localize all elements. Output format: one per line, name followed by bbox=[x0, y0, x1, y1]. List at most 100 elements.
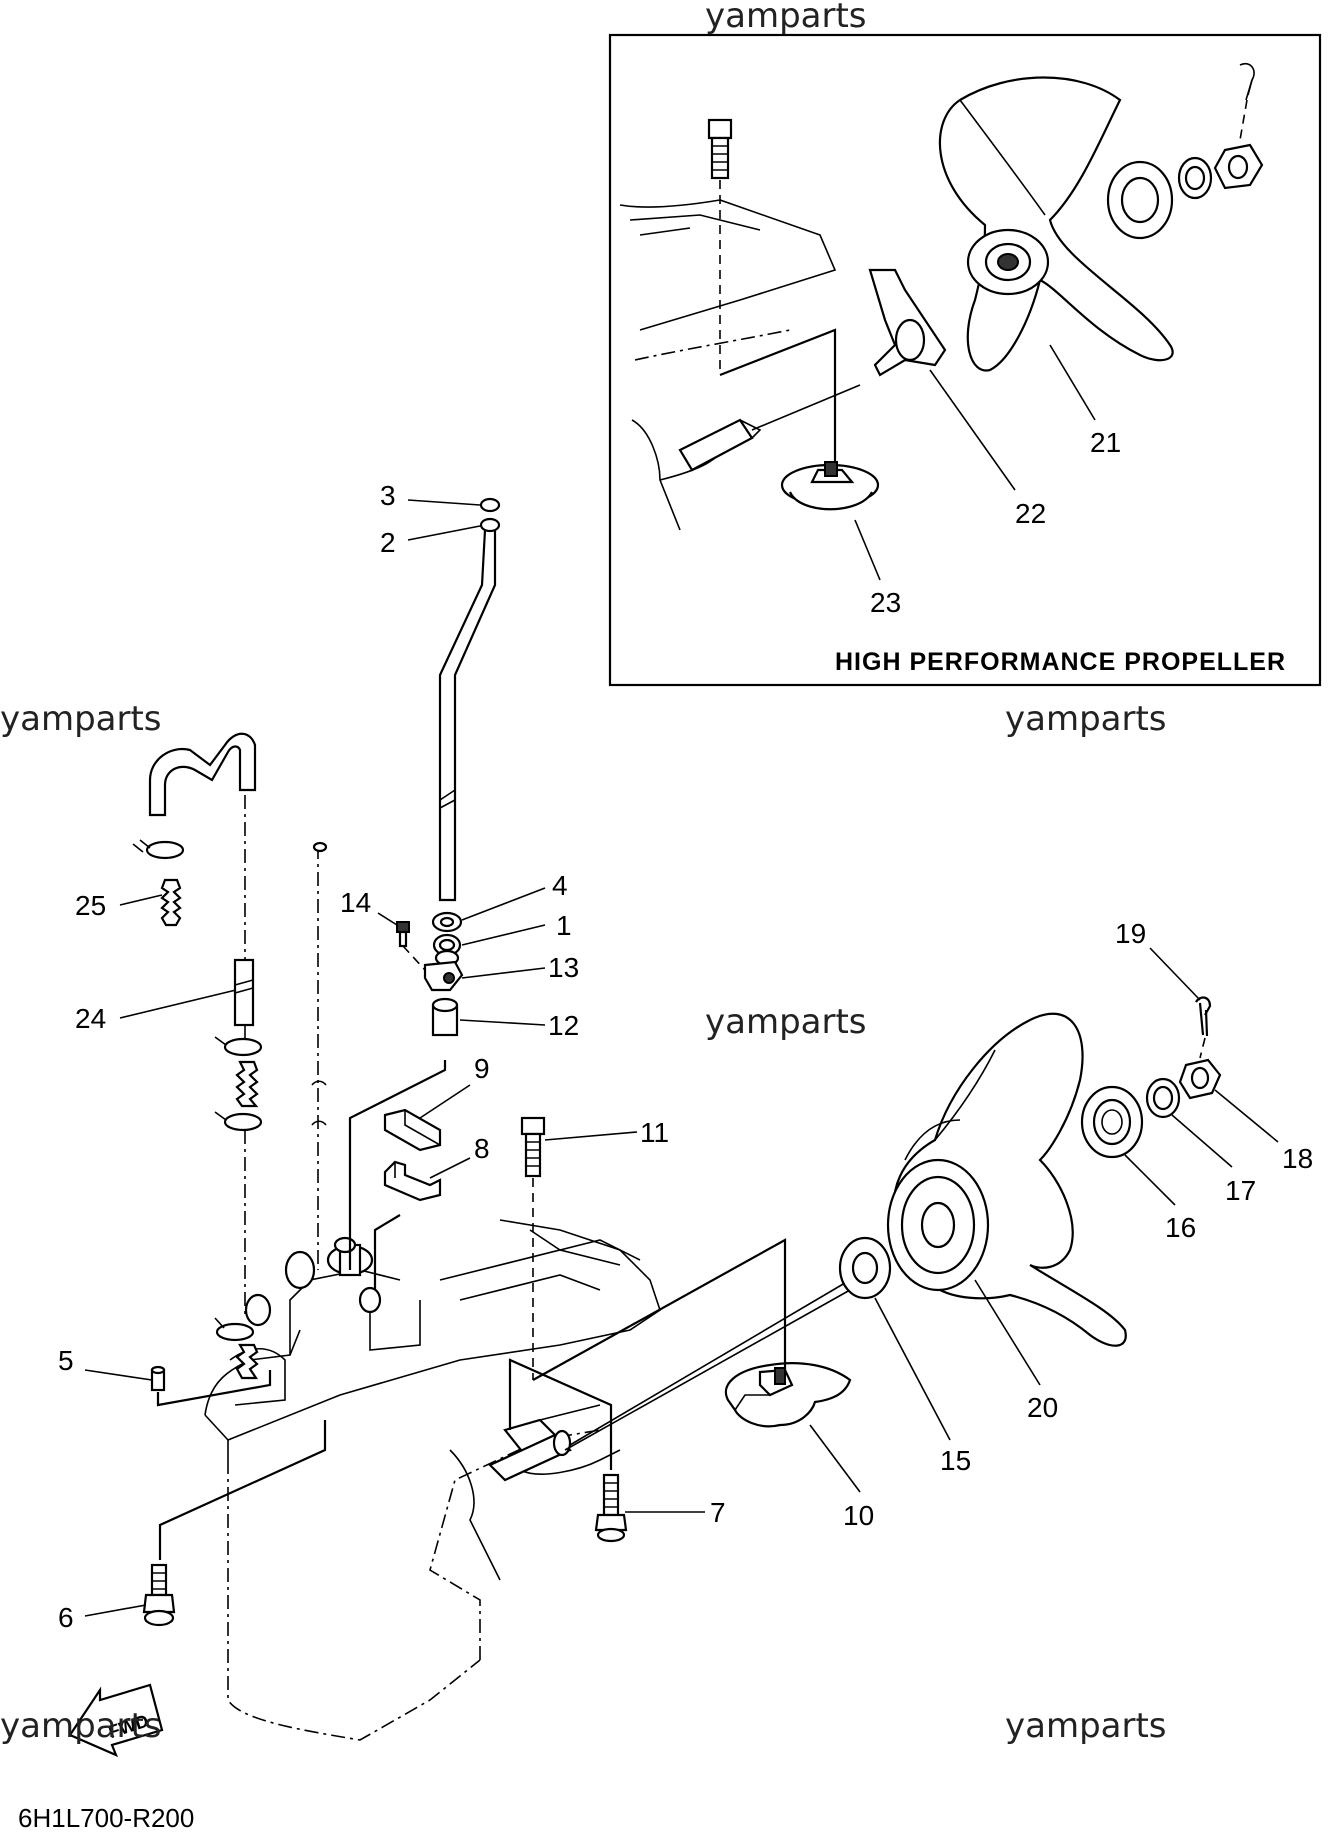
leader-6-housing bbox=[158, 1420, 327, 1560]
callout-22: 22 bbox=[1015, 498, 1046, 529]
callout-23: 23 bbox=[870, 587, 901, 618]
callout-25: 25 bbox=[75, 890, 106, 921]
inset-anode bbox=[780, 461, 880, 511]
leader-8-housing bbox=[373, 1214, 401, 1290]
part-20-propeller bbox=[886, 1012, 1127, 1347]
inset-spacer bbox=[868, 268, 947, 377]
callout-7: 7 bbox=[710, 1497, 726, 1528]
part-5-pin bbox=[150, 1365, 166, 1392]
leader-13 bbox=[461, 967, 546, 979]
part-2-ring bbox=[479, 517, 501, 533]
callout-6: 6 bbox=[58, 1602, 74, 1633]
leader-21 bbox=[1049, 344, 1096, 421]
inset-leader-bolt-anode bbox=[719, 328, 837, 465]
inset-nut bbox=[1213, 143, 1264, 190]
leader-22 bbox=[929, 369, 1016, 491]
callout-11: 11 bbox=[640, 1117, 669, 1148]
part-16-washer bbox=[1080, 1085, 1144, 1159]
part-24-hose bbox=[148, 732, 257, 1315]
leader-15 bbox=[874, 1297, 951, 1441]
leader-23 bbox=[854, 519, 881, 581]
leader-20 bbox=[974, 1279, 1041, 1386]
fitting-mid bbox=[235, 1060, 259, 1108]
shift-rod bbox=[438, 528, 497, 902]
leader-12 bbox=[459, 1019, 546, 1026]
callout-14: 14 bbox=[340, 887, 371, 918]
callout-24: 24 bbox=[75, 1003, 106, 1034]
leader-5 bbox=[84, 1369, 153, 1381]
leader-6 bbox=[84, 1604, 147, 1617]
watermark-bottom-left: yamparts bbox=[0, 1706, 162, 1746]
watermark-bottom-right: yamparts bbox=[1005, 1706, 1167, 1746]
propeller-shaft bbox=[488, 1279, 851, 1482]
leader-16 bbox=[1124, 1154, 1176, 1206]
callout-21: 21 bbox=[1090, 427, 1121, 458]
leader-19 bbox=[1149, 947, 1201, 1001]
callout-19: 19 bbox=[1115, 918, 1146, 949]
callout-13: 13 bbox=[548, 952, 579, 983]
part-19-cotter-pin bbox=[1195, 996, 1212, 1059]
leader-11-anode bbox=[532, 1238, 787, 1381]
hose-clamp-3 bbox=[214, 1111, 263, 1132]
watermark-center: yamparts bbox=[705, 1002, 867, 1042]
leader-4 bbox=[461, 887, 546, 921]
leader-7-housing bbox=[508, 1358, 613, 1470]
callout-16: 16 bbox=[1165, 1212, 1196, 1243]
callout-1: 1 bbox=[556, 910, 572, 941]
inset-gearcase-outline bbox=[619, 199, 861, 531]
leader-10 bbox=[809, 1424, 861, 1493]
leader-8 bbox=[429, 1157, 471, 1179]
part-12-bushing bbox=[431, 997, 459, 1037]
callout-15: 15 bbox=[940, 1445, 971, 1476]
leader-17 bbox=[1171, 1114, 1233, 1168]
fitting-lower bbox=[235, 1343, 259, 1380]
inset-washer bbox=[1106, 160, 1174, 240]
leader-18 bbox=[1214, 1089, 1279, 1143]
inset-propeller bbox=[938, 76, 1174, 372]
part-6-bolt bbox=[142, 1563, 176, 1627]
leader-25 bbox=[119, 894, 163, 906]
leader-14 bbox=[377, 912, 398, 926]
part-8-seal bbox=[383, 1160, 442, 1202]
leader-9 bbox=[419, 1084, 471, 1119]
part-15-thrust-washer bbox=[838, 1236, 892, 1300]
hose-clamp-4 bbox=[214, 1317, 255, 1342]
cooling-passage-top bbox=[312, 841, 328, 853]
part-17-spacer bbox=[1145, 1077, 1181, 1119]
callout-20: 20 bbox=[1027, 1392, 1058, 1423]
part-3-washer bbox=[479, 497, 501, 513]
part-7-bolt bbox=[594, 1473, 628, 1543]
callout-17: 17 bbox=[1225, 1175, 1256, 1206]
hose-clamp-top bbox=[132, 839, 185, 860]
callout-18: 18 bbox=[1282, 1143, 1313, 1174]
watermark-top: yamparts bbox=[705, 0, 867, 36]
inset-cotter-pin bbox=[1239, 62, 1255, 141]
cooling-passage-break bbox=[311, 1080, 327, 1126]
inset-bolt bbox=[707, 118, 733, 375]
leader-3 bbox=[407, 499, 481, 506]
leader-1 bbox=[461, 924, 546, 946]
callout-5: 5 bbox=[58, 1345, 74, 1376]
part-13-plate bbox=[423, 960, 464, 992]
callout-9: 9 bbox=[474, 1053, 490, 1084]
watermark-mid-left: yamparts bbox=[0, 699, 162, 739]
diagram-code: 6H1L700-R200 bbox=[18, 1803, 194, 1833]
part-4-grommet bbox=[431, 911, 463, 933]
hose-clamp-2 bbox=[214, 1036, 263, 1057]
callout-10: 10 bbox=[843, 1500, 874, 1531]
leader-5-housing bbox=[156, 1370, 272, 1407]
callout-2: 2 bbox=[380, 527, 396, 558]
callout-4: 4 bbox=[552, 870, 568, 901]
callout-8: 8 bbox=[474, 1133, 490, 1164]
leader-24 bbox=[119, 989, 237, 1019]
leader-12-housing bbox=[348, 1060, 447, 1270]
part-9-seal bbox=[383, 1108, 442, 1152]
inset-box bbox=[608, 33, 1322, 687]
inset-title: HIGH PERFORMANCE PROPELLER bbox=[835, 648, 1286, 676]
watermark-mid-right: yamparts bbox=[1005, 699, 1167, 739]
fwd-arrow: FWD bbox=[68, 1683, 164, 1758]
part-1-seal bbox=[432, 933, 462, 967]
gearcase-housing bbox=[204, 1219, 661, 1741]
part-10-anode bbox=[724, 1362, 852, 1428]
